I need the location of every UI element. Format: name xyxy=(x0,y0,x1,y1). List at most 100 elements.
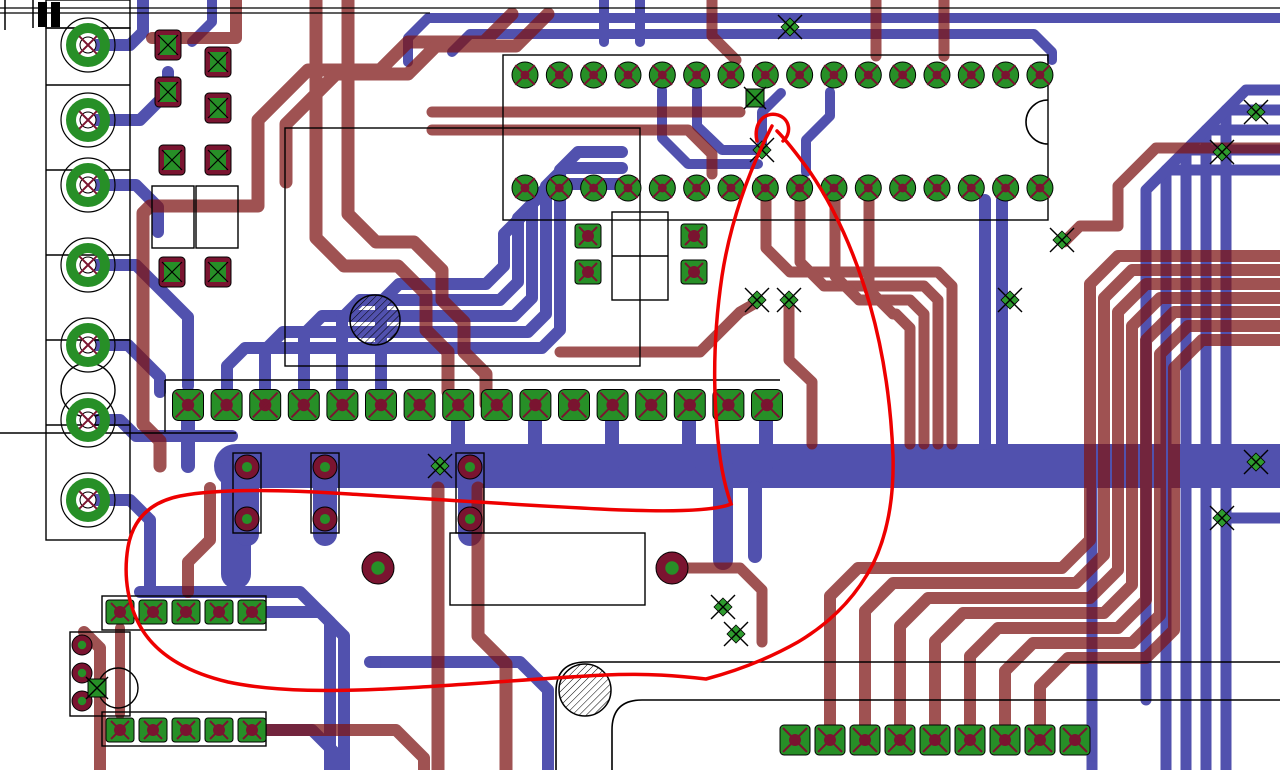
top-copper-trace[interactable] xyxy=(182,482,216,598)
header-pad[interactable] xyxy=(635,389,668,421)
round-pad[interactable] xyxy=(361,551,395,585)
through-hole-pad[interactable] xyxy=(751,61,779,89)
header-pad[interactable] xyxy=(287,389,320,421)
through-hole-pad[interactable] xyxy=(545,174,573,202)
top-copper-trace[interactable] xyxy=(824,250,1280,750)
header-pad[interactable] xyxy=(596,389,629,421)
top-copper-trace[interactable] xyxy=(309,0,455,399)
connector-hole-pad[interactable] xyxy=(60,237,116,293)
smd-pad[interactable] xyxy=(574,259,602,285)
header-pad[interactable] xyxy=(779,724,811,756)
top-copper-trace[interactable] xyxy=(1034,334,1280,750)
bottom-copper-trace[interactable] xyxy=(82,259,194,392)
through-hole-pad[interactable] xyxy=(786,61,814,89)
component-outline[interactable] xyxy=(151,185,195,249)
smd-pad[interactable] xyxy=(574,223,602,249)
top-copper-trace[interactable] xyxy=(682,562,768,648)
top-copper-trace[interactable] xyxy=(783,294,818,450)
through-hole-pad[interactable] xyxy=(923,174,951,202)
header-pad[interactable] xyxy=(954,724,986,756)
header-pad[interactable] xyxy=(712,389,745,421)
through-hole-pad[interactable] xyxy=(992,61,1020,89)
through-hole-pad[interactable] xyxy=(717,61,745,89)
connector-hole-pad[interactable] xyxy=(60,317,116,373)
top-copper-trace[interactable] xyxy=(262,724,430,770)
via[interactable] xyxy=(710,594,736,620)
smd-pad[interactable] xyxy=(680,223,708,249)
through-hole-pad[interactable] xyxy=(683,174,711,202)
via-pad[interactable] xyxy=(743,86,767,110)
top-copper-trace[interactable] xyxy=(863,189,916,450)
round-pad[interactable] xyxy=(457,506,483,532)
through-hole-pad[interactable] xyxy=(511,61,539,89)
smd-pad[interactable] xyxy=(138,717,168,743)
component-outline[interactable] xyxy=(232,452,262,534)
via[interactable] xyxy=(427,453,453,479)
through-hole-pad[interactable] xyxy=(854,174,882,202)
through-hole-pad[interactable] xyxy=(580,61,608,89)
top-copper-trace[interactable] xyxy=(1058,142,1280,248)
through-hole-pad[interactable] xyxy=(889,61,917,89)
bottom-copper-trace[interactable] xyxy=(801,87,835,177)
header-pad[interactable] xyxy=(989,724,1021,756)
smd-pad[interactable] xyxy=(171,599,201,625)
smd-pad[interactable] xyxy=(237,717,267,743)
header-pad[interactable] xyxy=(558,389,590,421)
header-pad[interactable] xyxy=(919,724,951,756)
round-pad[interactable] xyxy=(457,454,483,480)
top-copper-trace[interactable] xyxy=(894,278,1280,750)
header-pad[interactable] xyxy=(751,389,783,421)
connector-hole-pad[interactable] xyxy=(60,17,116,73)
via[interactable] xyxy=(997,287,1023,313)
smd-pad[interactable] xyxy=(105,599,135,625)
header-pad[interactable] xyxy=(442,389,475,421)
bottom-copper-trace[interactable] xyxy=(1180,124,1280,770)
through-hole-pad[interactable] xyxy=(545,61,573,89)
component-outline[interactable] xyxy=(502,54,1049,221)
vias-layer[interactable] xyxy=(427,14,1269,647)
through-hole-pad[interactable] xyxy=(923,61,951,89)
smd-pad[interactable] xyxy=(680,259,708,285)
through-hole-pad[interactable] xyxy=(854,61,882,89)
header-pad[interactable] xyxy=(326,389,359,421)
smd-pad[interactable] xyxy=(204,92,232,124)
via[interactable] xyxy=(744,287,770,313)
top-copper-trace[interactable] xyxy=(341,0,493,411)
component-outline[interactable] xyxy=(284,127,641,367)
top-copper-trace[interactable] xyxy=(279,7,555,189)
header-pad[interactable] xyxy=(210,389,243,421)
through-hole-pad[interactable] xyxy=(511,174,539,202)
via[interactable] xyxy=(1049,227,1075,253)
bottom-copper-trace[interactable] xyxy=(259,162,628,416)
bottom-copper-trace[interactable] xyxy=(221,146,628,416)
top-copper-trace[interactable] xyxy=(426,124,718,180)
through-hole-pad[interactable] xyxy=(648,61,676,89)
component-outline[interactable] xyxy=(69,631,131,717)
via[interactable] xyxy=(1209,139,1235,165)
round-pad[interactable] xyxy=(71,690,93,712)
header-pad[interactable] xyxy=(1059,724,1091,756)
top-copper[interactable] xyxy=(78,0,1280,770)
connector-hole-pad[interactable] xyxy=(60,92,116,148)
annotation-layer[interactable] xyxy=(124,112,895,693)
bottom-copper-trace[interactable] xyxy=(757,88,786,155)
top-copper-trace[interactable] xyxy=(136,7,519,473)
smd-pad[interactable] xyxy=(138,599,168,625)
via[interactable] xyxy=(1243,99,1269,125)
header-pad[interactable] xyxy=(814,724,846,756)
connector-hole-pad[interactable] xyxy=(60,157,116,213)
round-pad[interactable] xyxy=(312,454,338,480)
top-copper-trace[interactable] xyxy=(929,292,1280,750)
through-hole-pad[interactable] xyxy=(957,174,985,202)
through-hole-pad[interactable] xyxy=(683,61,711,89)
smd-pad[interactable] xyxy=(204,144,232,176)
round-pad[interactable] xyxy=(234,506,260,532)
bottom-copper-trace[interactable] xyxy=(260,606,350,770)
smd-pad[interactable] xyxy=(158,256,186,288)
smd-pad[interactable] xyxy=(204,256,232,288)
smd-pad[interactable] xyxy=(105,717,135,743)
connector-hole-pad[interactable] xyxy=(60,472,116,528)
via[interactable] xyxy=(723,621,749,647)
